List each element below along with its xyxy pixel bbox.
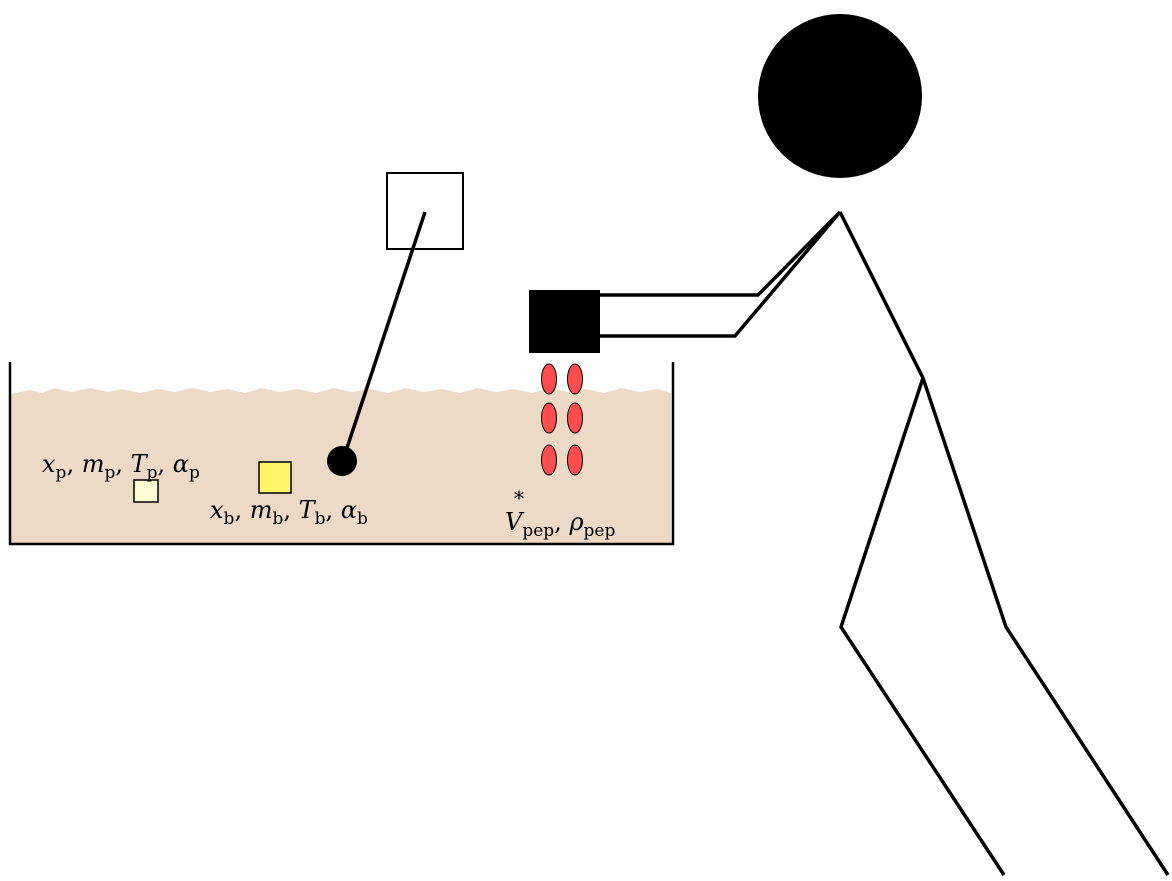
person-leg-front [839, 377, 1006, 876]
pepper-shaker-icon [529, 290, 600, 353]
pepper-flake [567, 402, 583, 434]
person-torso [838, 211, 925, 379]
label-particle-b: xb, mb, Tb, αb [210, 496, 368, 529]
person-arm [600, 210, 842, 338]
pepper-flake [541, 363, 557, 395]
probe-sensor-icon [386, 172, 464, 250]
pepper-flake [541, 402, 557, 434]
pepper-flake [567, 363, 583, 395]
label-particle-p: xp, mp, Tp, αp [42, 450, 200, 483]
stick-figure-person-icon [600, 14, 1170, 876]
particle-b [258, 461, 292, 494]
person-head [758, 14, 922, 178]
pepper-flake [567, 444, 583, 476]
label-pepper-accent: * [514, 486, 524, 510]
particle-p [133, 479, 159, 503]
probe-rod [341, 211, 427, 461]
pepper-flake [541, 444, 557, 476]
person-leg-back [921, 377, 1170, 876]
label-pepper: Vpep, ρpep [505, 508, 615, 541]
pepper-flakes-icon [541, 363, 583, 476]
vessel [8, 362, 675, 546]
probe-tip [327, 446, 357, 476]
